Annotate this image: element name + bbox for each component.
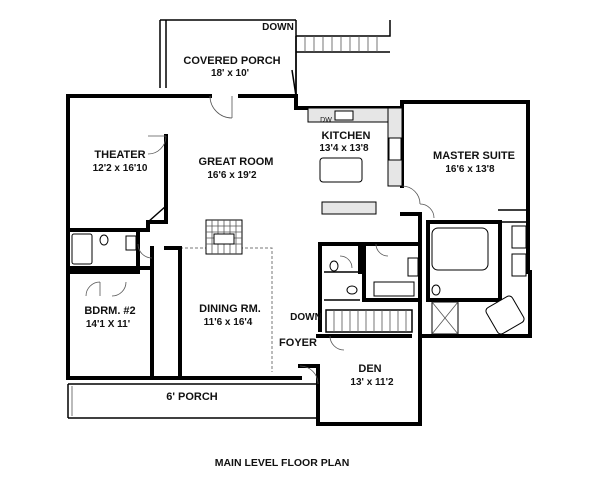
bedroom-2-size: 14'1 X 11' bbox=[86, 319, 130, 330]
kitchen-size: 13'4 x 13'8 bbox=[319, 143, 369, 154]
kitchen-sink bbox=[334, 110, 354, 121]
dining-room-name: DINING RM. bbox=[199, 303, 261, 315]
master-tub-2 bbox=[485, 295, 525, 335]
bedroom-2-name: BDRM. #2 bbox=[84, 305, 135, 317]
theater-bath-fixtures bbox=[71, 233, 137, 265]
kitchen-name: KITCHEN bbox=[322, 130, 371, 142]
kitchen-island bbox=[319, 157, 363, 183]
bath-sink bbox=[125, 235, 137, 251]
great-room-size: 16'6 x 19'2 bbox=[207, 170, 257, 181]
foyer-name: FOYER bbox=[279, 337, 317, 349]
toilet bbox=[99, 234, 109, 246]
den-name: DEN bbox=[358, 363, 381, 375]
front-porch-name: 6' PORCH bbox=[166, 391, 218, 403]
foyer-stairs-label: DOWN bbox=[290, 312, 322, 323]
master-suite-name: MASTER SUITE bbox=[433, 150, 515, 162]
dining-room-size: 11'6 x 16'4 bbox=[204, 317, 253, 328]
theater-size: 12'2 x 16'10 bbox=[93, 163, 148, 174]
covered-porch-area bbox=[159, 19, 391, 96]
front-porch-area bbox=[67, 383, 318, 419]
master-vanity-2 bbox=[511, 253, 527, 277]
theater-name: THEATER bbox=[94, 149, 145, 161]
master-vanity-1 bbox=[511, 225, 527, 249]
plan-title: MAIN LEVEL FLOOR PLAN bbox=[215, 457, 350, 469]
range-cooktop bbox=[388, 137, 402, 161]
covered-porch-size: 18' x 10' bbox=[211, 68, 249, 79]
kitchen-counter bbox=[321, 201, 377, 215]
master-suite-size: 16'6 x 13'8 bbox=[445, 164, 495, 175]
doors bbox=[85, 95, 435, 385]
foyer-stairs bbox=[325, 309, 413, 333]
kitchen-cabinets bbox=[296, 107, 403, 215]
dishwasher-label: DW bbox=[320, 117, 332, 124]
great-room-name: GREAT ROOM bbox=[199, 156, 274, 168]
bathtub bbox=[71, 233, 93, 265]
fireplace bbox=[205, 219, 243, 255]
covered-porch-name: COVERED PORCH bbox=[183, 55, 280, 67]
master-bath-fixtures bbox=[431, 225, 527, 335]
den-size: 13' x 11'2 bbox=[350, 377, 394, 388]
master-tub bbox=[431, 227, 489, 271]
top-stairs-label: DOWN bbox=[262, 22, 294, 33]
hall-bath-fixtures bbox=[329, 257, 441, 297]
top-stairs bbox=[291, 36, 390, 97]
